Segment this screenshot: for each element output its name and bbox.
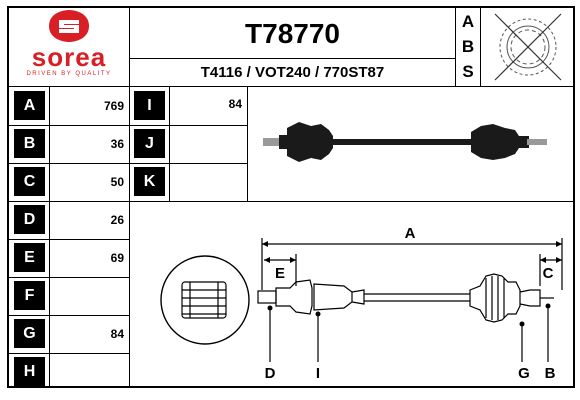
abs-letter-s: S [462,62,474,81]
spec-value-a: 769 [103,98,124,113]
sorea-emblem-icon [49,10,89,42]
spec-letter-b: B [14,129,45,158]
spec-value-g: 84 [110,326,124,341]
spec-value-j [170,125,247,153]
brand-name: sorea [31,42,107,72]
spec-value-b: 36 [110,136,124,151]
spec-value-e: 69 [110,250,124,265]
dim-label-c: C [543,265,554,282]
spec-value-f [50,277,129,314]
spec-letter-i: I [134,91,165,120]
cross-references: T4116 / VOT240 / 770ST87 [200,64,385,81]
brand-tagline: DRIVEN BY QUALITY [26,71,112,77]
spec-letter-k: K [134,167,165,196]
spec-letter-g: G [14,319,45,348]
dim-label-a: A [405,225,416,242]
spec-letter-h: H [14,357,45,386]
dim-label-i: I [316,365,320,382]
spec-sheet: sorea DRIVEN BY QUALITY T78770 T4116 / V… [7,6,575,388]
dim-label-g: G [518,365,530,382]
no-abs-ring-icon [481,8,575,86]
spec-value-d: 26 [110,212,124,227]
spec-value-c: 50 [110,174,124,189]
spec-letter-f: F [14,281,45,310]
spec-letter-j: J [134,129,165,158]
spec-letter-e: E [14,243,45,272]
spec-value-h [50,353,129,390]
dimension-diagram: A E C D I G B [130,202,575,388]
spec-value-i: 84 [228,97,242,111]
spec-letter-d: D [14,205,45,234]
dim-label-e: E [275,265,285,282]
abs-letter-a: A [461,12,475,31]
spec-letter-a: A [14,91,45,120]
part-number: T78770 [245,18,340,49]
dim-label-b: B [545,365,556,382]
driveshaft-illustration [249,88,575,200]
spec-letter-c: C [14,167,45,196]
brand-logo: sorea DRIVEN BY QUALITY [9,8,129,86]
abs-letter-b: B [461,37,475,56]
dim-label-d: D [265,365,276,382]
spec-value-k [170,163,247,191]
